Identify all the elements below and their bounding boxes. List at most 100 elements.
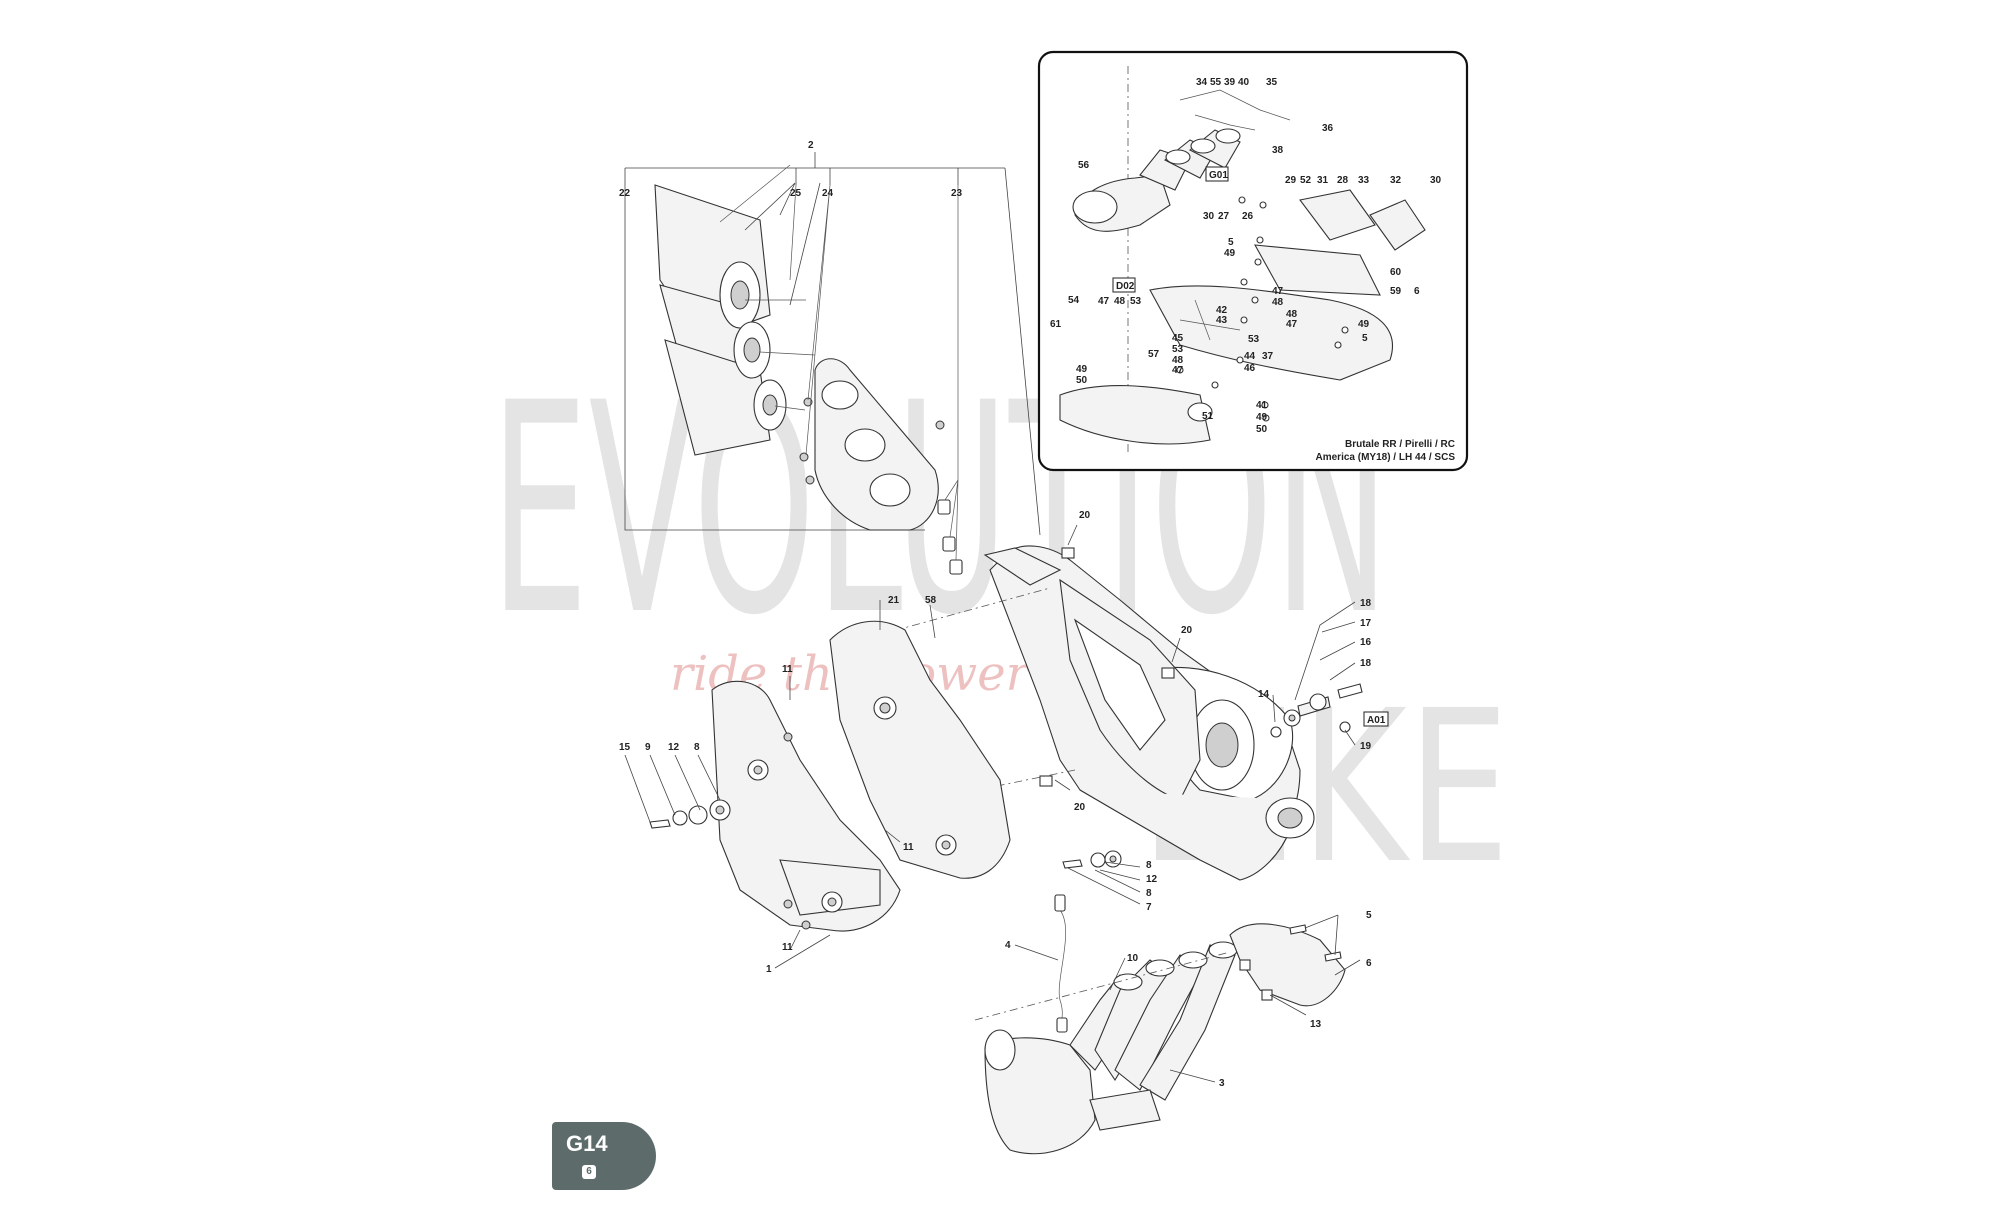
callout-18-b: 18 (1360, 658, 1372, 669)
inset-callout-47-d: 47 (1172, 365, 1184, 376)
inset-callout-37: 37 (1262, 351, 1274, 362)
inset-callout-35: 35 (1266, 77, 1278, 88)
callout-23: 23 (951, 188, 963, 199)
inset-callout-42: 42 (1216, 305, 1228, 316)
inset-callout-54: 54 (1068, 295, 1080, 306)
callout-15: 15 (619, 742, 631, 753)
inset-hardware (1176, 196, 1349, 422)
inset-callout-34: 34 (1196, 77, 1208, 88)
callout-8-b: 8 (1146, 860, 1152, 871)
inset-callout-48: 48 (1114, 296, 1126, 307)
callout-24: 24 (822, 188, 834, 199)
silencer-assembly (859, 545, 1315, 881)
callout-18: 18 (1360, 598, 1372, 609)
inset-callout-60: 60 (1390, 267, 1402, 278)
inset-callout-32: 32 (1390, 175, 1402, 186)
callout-20-c: 20 (1074, 802, 1086, 813)
callout-58: 58 (925, 595, 937, 606)
callout-12-b: 12 (1146, 874, 1158, 885)
inset-callout-40: 40 (1238, 77, 1250, 88)
inset-callout-41: 41 (1256, 400, 1268, 411)
inset-callout-5: 5 (1228, 237, 1234, 248)
inset-callout-44: 44 (1244, 351, 1256, 362)
inset-callout-57: 57 (1148, 349, 1160, 360)
inset-caption-line1: Brutale RR / Pirelli / RC (1345, 439, 1455, 450)
heat-shields (649, 620, 1011, 932)
inset-callout-56: 56 (1078, 160, 1090, 171)
inset-header-pipes (1072, 128, 1241, 232)
inset-callout-51: 51 (1202, 411, 1214, 422)
inset-callout-55: 55 (1210, 77, 1222, 88)
section-page-number: 6 (582, 1165, 596, 1179)
inset-callout-48-b: 48 (1272, 297, 1284, 308)
callout-9: 9 (645, 742, 651, 753)
tailpipe-assembly (624, 152, 1041, 575)
inset-callout-49-b: 49 (1358, 319, 1370, 330)
callout-11: 11 (782, 664, 793, 675)
inset-callout-33: 33 (1358, 175, 1370, 186)
inset-callout-28: 28 (1337, 175, 1349, 186)
callout-1: 1 (766, 964, 772, 975)
inset-caption-line2: America (MY18) / LH 44 / SCS (1316, 452, 1456, 463)
ref-a01: A01 (1367, 715, 1386, 726)
callout-6: 6 (1366, 958, 1372, 969)
callout-7: 7 (1146, 902, 1152, 913)
inset-callout-6: 6 (1414, 286, 1420, 297)
section-badge: G14 6 (552, 1122, 656, 1190)
inset-ref-d02: D02 (1116, 281, 1135, 292)
callout-25: 25 (790, 188, 802, 199)
rear-mount-bracket: A01 (1270, 683, 1389, 738)
inset-callout-61: 61 (1050, 319, 1062, 330)
inset-callout-50: 50 (1076, 375, 1088, 386)
inset-callout-27: 27 (1218, 211, 1230, 222)
callout-2: 2 (808, 140, 814, 151)
callout-10: 10 (1127, 953, 1139, 964)
inset-callout-59: 59 (1390, 286, 1402, 297)
inset-callout-29: 29 (1285, 175, 1297, 186)
inset-callout-39: 39 (1224, 77, 1236, 88)
callout-8: 8 (694, 742, 700, 753)
inset-ref-g01: G01 (1209, 170, 1228, 181)
inset-callout-49-d: 49 (1256, 412, 1268, 423)
inset-panel: 34 55 39 40 35 36 38 56 29 52 31 28 33 3… (1037, 50, 1469, 472)
inset-callout-50-b: 50 (1256, 424, 1268, 435)
callout-19: 19 (1360, 741, 1372, 752)
inset-callout-53: 53 (1130, 296, 1142, 307)
inset-callout-47-b: 47 (1272, 286, 1284, 297)
callout-14: 14 (1258, 689, 1270, 700)
callout-16: 16 (1360, 637, 1372, 648)
callout-20: 20 (1079, 510, 1091, 521)
inset-callout-52: 52 (1300, 175, 1312, 186)
inset-callout-53-b: 53 (1172, 344, 1184, 355)
inset-callout-38: 38 (1272, 145, 1284, 156)
callout-13: 13 (1310, 1019, 1322, 1030)
inset-callout-47: 47 (1098, 296, 1110, 307)
callout-8-c: 8 (1146, 888, 1152, 899)
inset-callout-49-c: 49 (1076, 364, 1088, 375)
inset-callout-47-c: 47 (1286, 319, 1298, 330)
callout-12: 12 (668, 742, 680, 753)
header-pipes (974, 894, 1346, 1155)
inset-callout-43: 43 (1216, 315, 1228, 326)
inset-callout-45: 45 (1172, 333, 1184, 344)
inset-silencer (1059, 89, 1426, 445)
callout-3: 3 (1219, 1078, 1225, 1089)
callout-21: 21 (888, 595, 900, 606)
callout-4: 4 (1005, 940, 1011, 951)
inset-callout-49: 49 (1224, 248, 1236, 259)
inset-callout-48-c: 48 (1286, 309, 1298, 320)
callout-20-b: 20 (1181, 625, 1193, 636)
callout-22: 22 (619, 188, 631, 199)
inset-callout-30: 30 (1430, 175, 1442, 186)
inset-callout-26: 26 (1242, 211, 1254, 222)
callout-11-c: 11 (782, 942, 793, 953)
inset-callout-31: 31 (1317, 175, 1329, 186)
inset-ref-box-g01 (1205, 166, 1229, 182)
callout-17: 17 (1360, 618, 1372, 629)
callout-11-b: 11 (903, 842, 914, 853)
inset-callout-46: 46 (1244, 363, 1256, 374)
callouts: 2 22 25 24 23 20 21 58 20 18 17 16 18 14… (619, 140, 1372, 1089)
inset-callout-36: 36 (1322, 123, 1334, 134)
callout-5: 5 (1366, 910, 1372, 921)
section-code: G14 (566, 1131, 608, 1156)
